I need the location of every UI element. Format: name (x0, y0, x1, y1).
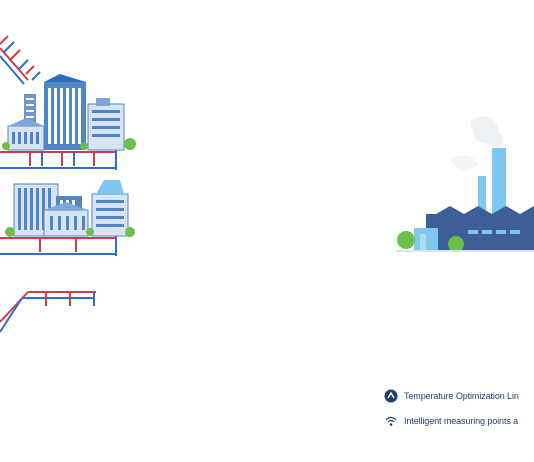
legend-label-intelligent-measuring-points: Intelligent measuring points a (404, 416, 519, 426)
legend-item-temperature-optimization: Temperature Optimization Lin (384, 389, 519, 403)
legend-item-intelligent-measuring-points: Intelligent measuring points a (384, 414, 518, 428)
temperature-optimization-icon (384, 389, 398, 403)
city-block-upper (2, 74, 136, 151)
pipe-network-lower (0, 236, 117, 256)
pipe-network-upper (0, 150, 117, 170)
city-block-lower (5, 180, 135, 237)
legend-label-temperature-optimization: Temperature Optimization Lin (404, 391, 519, 401)
heating-plant (396, 116, 534, 252)
wireless-signal-icon (384, 414, 398, 428)
pipe-network-top (0, 35, 41, 85)
pipe-network-bottom (0, 291, 96, 333)
